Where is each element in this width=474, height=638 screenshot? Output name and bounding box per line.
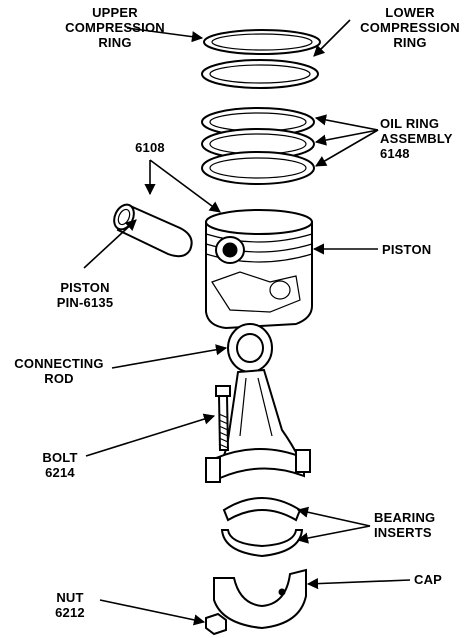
lower-ring-label-line-3: RING <box>393 35 427 50</box>
connecting-rod-label: CONNECTING ROD <box>4 356 114 386</box>
nut <box>205 612 227 636</box>
oil-ring-assembly-label: OIL RING ASSEMBLY 6148 <box>380 116 470 161</box>
bolt-label: BOLT 6214 <box>30 450 90 480</box>
lower-ring-label-line-1: LOWER <box>385 5 435 20</box>
lower-compression-ring <box>201 59 319 89</box>
bearing-inserts-label-line-1: BEARING <box>374 510 436 525</box>
oil-ring-label-line-3: 6148 <box>380 146 410 161</box>
connecting-rod <box>205 323 311 483</box>
nut-label: NUT 6212 <box>40 590 100 620</box>
bolt-label-line-1: BOLT <box>42 450 78 465</box>
upper-ring-label-line-2: COMPRESSION <box>65 20 165 35</box>
nut-label-line-1: NUT <box>56 590 84 605</box>
piston-label: PISTON <box>382 242 432 257</box>
upper-compression-ring <box>203 29 321 55</box>
leader-lines <box>83 19 411 626</box>
oil-ring-label-line-2: ASSEMBLY <box>380 131 453 146</box>
bolt <box>215 385 231 451</box>
upper-compression-ring-label: UPPER COMPRESSION RING <box>50 5 180 50</box>
piston-pin-label-line-1: PISTON <box>60 280 110 295</box>
connecting-rod-label-line-1: CONNECTING <box>14 356 104 371</box>
cap <box>213 568 307 630</box>
oil-ring-assembly <box>201 107 315 185</box>
bearing-inserts <box>220 497 304 558</box>
lower-ring-label-line-2: COMPRESSION <box>360 20 460 35</box>
bearing-inserts-label-line-2: INSERTS <box>374 525 432 540</box>
piston-pin-label-line-2: PIN-6135 <box>56 295 114 310</box>
part-6108-label: 6108 <box>135 140 165 155</box>
upper-ring-label-line-3: RING <box>98 35 132 50</box>
bolt-label-line-2: 6214 <box>45 465 75 480</box>
oil-ring-label-line-1: OIL RING <box>380 116 440 131</box>
piston <box>205 209 313 330</box>
piston-pin <box>113 203 193 258</box>
lower-compression-ring-label: LOWER COMPRESSION RING <box>350 5 470 50</box>
cap-label: CAP <box>414 572 443 587</box>
piston-pin-label: PISTON PIN-6135 <box>30 280 140 310</box>
connecting-rod-label-line-2: ROD <box>44 371 74 386</box>
bearing-inserts-label: BEARING INSERTS <box>374 510 464 540</box>
upper-ring-label-line-1: UPPER <box>92 5 138 20</box>
nut-label-line-2: 6212 <box>55 605 85 620</box>
